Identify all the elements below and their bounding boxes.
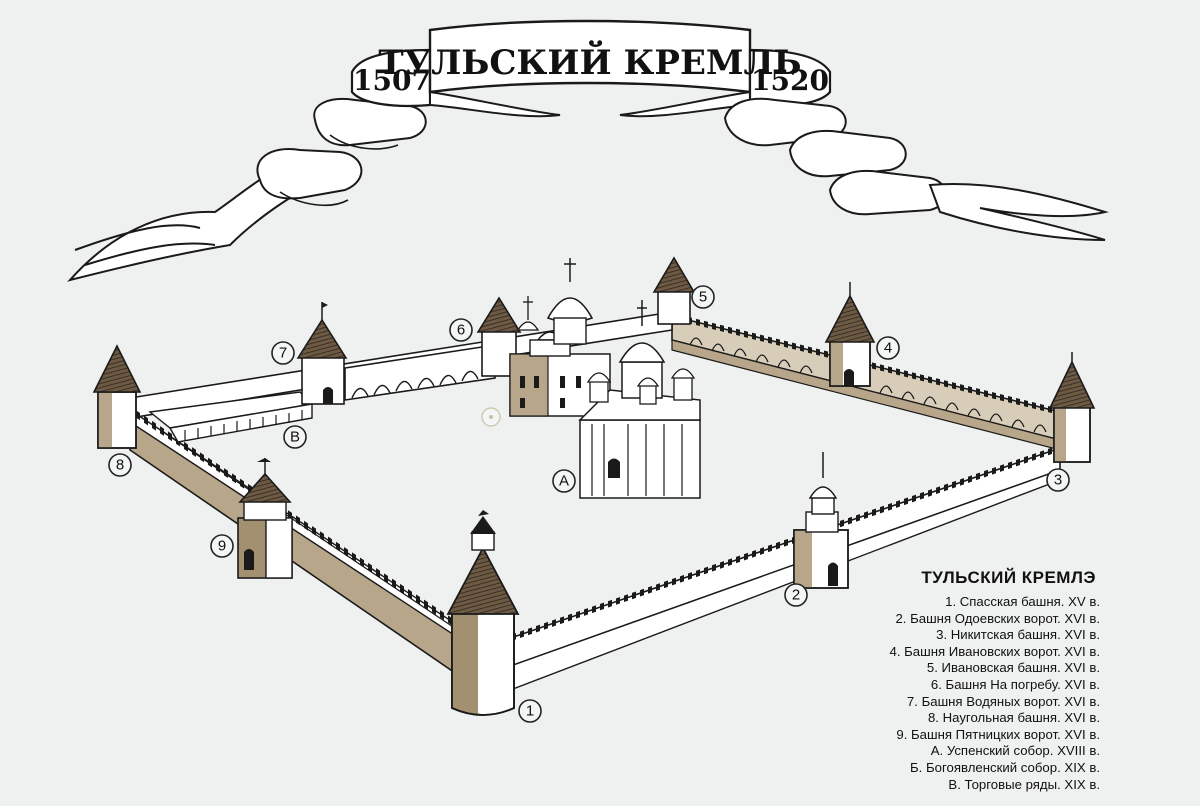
marker-tower-8: 8 xyxy=(108,453,132,477)
legend-item: 5. Ивановская башня. XVI в. xyxy=(926,660,1100,676)
tower-7 xyxy=(296,302,348,405)
marker-tower-2: 2 xyxy=(784,583,808,607)
marker-building-b-faded xyxy=(481,407,501,427)
legend-item: 8. Наугольная башня. XVI в. xyxy=(927,710,1100,726)
tower-3 xyxy=(1048,352,1096,463)
svg-text:6: 6 xyxy=(457,322,465,339)
svg-text:5: 5 xyxy=(699,289,707,306)
legend-item: 6. Башня На погребу. XVI в. xyxy=(930,676,1100,692)
svg-text:4: 4 xyxy=(884,340,892,357)
legend-item: А. Успенский собор. XVIII в. xyxy=(930,743,1100,759)
banner-year-end: 1520 xyxy=(751,64,829,97)
tower-2 xyxy=(793,452,849,589)
svg-text:3: 3 xyxy=(1054,472,1062,489)
svg-text:В: В xyxy=(290,429,300,446)
marker-tower-4: 4 xyxy=(876,336,900,360)
legend-item: 3. Никитская башня. XVI в. xyxy=(936,627,1100,643)
banner-title: ТУЛЬСКИЙ КРЕМЛЬ xyxy=(378,40,801,83)
marker-tower-5: 5 xyxy=(691,285,715,309)
svg-text:8: 8 xyxy=(116,457,124,474)
svg-text:1: 1 xyxy=(526,703,534,720)
legend-item: 1. Спасская башня. XV в. xyxy=(945,594,1100,609)
legend: ТУЛЬСКИЙ КРЕМЛЭ 1. Спасская башня. XV в.… xyxy=(820,568,1100,793)
svg-text:7: 7 xyxy=(279,345,287,362)
marker-tower-1: 1 xyxy=(518,699,542,723)
tower-4 xyxy=(824,282,876,387)
tower-8 xyxy=(92,344,142,449)
svg-text:А: А xyxy=(559,473,569,490)
legend-list: 1. Спасская башня. XV в. 2. Башня Одоевс… xyxy=(820,594,1100,793)
tower-9 xyxy=(237,458,293,579)
svg-text:9: 9 xyxy=(218,538,226,555)
banner-year-start: 1507 xyxy=(353,64,431,97)
legend-item: В. Торговые ряды. XIX в. xyxy=(948,776,1100,792)
tower-5 xyxy=(652,256,696,325)
title-banner: ТУЛЬСКИЙ КРЕМЛЬ 1507 1520 xyxy=(67,19,1109,282)
cathedral-assumption xyxy=(578,300,701,499)
legend-title: ТУЛЬСКИЙ КРЕМЛЭ xyxy=(921,568,1096,587)
marker-building-v: В xyxy=(283,425,307,449)
svg-text:2: 2 xyxy=(792,587,800,604)
marker-tower-6: 6 xyxy=(449,318,473,342)
marker-tower-7: 7 xyxy=(271,341,295,365)
legend-item: 4. Башня Ивановских ворот. XVI в. xyxy=(889,643,1100,659)
tower-1 xyxy=(446,510,520,716)
marker-tower-3: 3 xyxy=(1046,468,1070,492)
legend-item: Б. Богоявленский собор. XIX в. xyxy=(910,759,1100,775)
marker-building-a: А xyxy=(552,469,576,493)
marker-tower-9: 9 xyxy=(210,534,234,558)
legend-item: 7. Башня Водяных ворот. XVI в. xyxy=(906,693,1100,709)
legend-item: 9. Башня Пятницких ворот. XVI в. xyxy=(896,726,1100,742)
legend-item: 2. Башня Одоевских ворот. XVI в. xyxy=(895,610,1100,626)
